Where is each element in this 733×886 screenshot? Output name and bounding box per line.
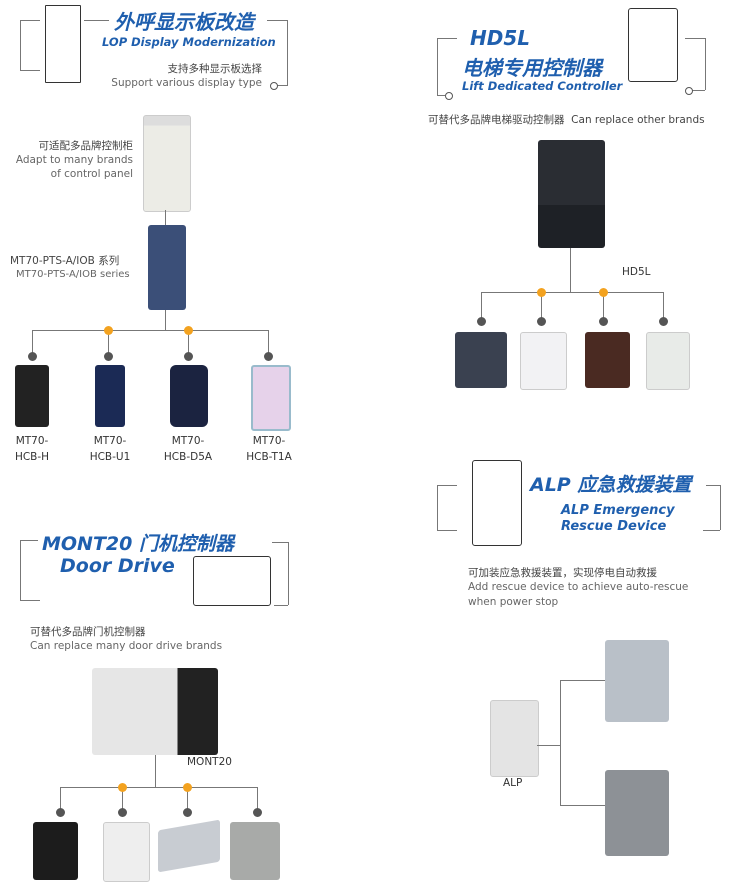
lop-desc-cn: 支持多种显示板选择 bbox=[167, 63, 263, 75]
brand-drive-image bbox=[646, 332, 690, 390]
alp-title: ALP 应急救援装置 bbox=[530, 474, 692, 496]
mont-title-en: Door Drive bbox=[60, 555, 175, 577]
mont-title: MONT20 门机控制器 bbox=[42, 533, 234, 555]
installation-photo bbox=[605, 640, 669, 722]
alp-device-image bbox=[490, 700, 539, 777]
label-line: HCB-H bbox=[14, 451, 50, 463]
mont-desc-cn: 可替代多品牌门机控制器 bbox=[30, 626, 146, 638]
mont20-label: MONT20 bbox=[187, 756, 232, 768]
hd5l-desc: 可替代多品牌电梯驱动控制器 Can replace other brands bbox=[428, 114, 705, 126]
door-drive-image bbox=[158, 819, 220, 873]
brand-drive-image bbox=[585, 332, 630, 388]
hd5l-title-en: Lift Dedicated Controller bbox=[462, 79, 623, 93]
door-drive-image bbox=[103, 822, 150, 882]
door-drive-image bbox=[33, 822, 78, 880]
display-label: MT70- HCB-H bbox=[2, 433, 62, 465]
lop-desc-en: Support various display type bbox=[111, 77, 262, 89]
alp-outline-image bbox=[472, 460, 522, 546]
hd5l-label: HD5L bbox=[622, 266, 651, 278]
control-cabinet-image bbox=[143, 115, 191, 212]
label-line: HCB-T1A bbox=[246, 451, 292, 463]
mont-outline-image bbox=[193, 556, 271, 606]
iob-text-cn: MT70-PTS-A/IOB 系列 bbox=[10, 255, 120, 267]
label-line: MT70- bbox=[171, 435, 205, 447]
label-line: MT70- bbox=[15, 435, 49, 447]
display-hcb-d5a-image bbox=[170, 365, 208, 427]
alp-desc-en2: when power stop bbox=[468, 596, 559, 608]
alp-desc-cn: 可加装应急救援装置，实现停电自动救援 bbox=[468, 567, 657, 579]
alp-title-en2: Rescue Device bbox=[561, 519, 667, 534]
lop-board-image bbox=[45, 5, 81, 83]
display-label: MT70- HCB-U1 bbox=[80, 433, 140, 465]
label-line: MT70- bbox=[252, 435, 286, 447]
display-hcb-h-image bbox=[15, 365, 49, 427]
alp-desc-en1: Add rescue device to achieve auto-rescue bbox=[468, 581, 689, 593]
hd5l-title: HD5L bbox=[470, 26, 530, 50]
installation-photo bbox=[605, 770, 669, 856]
iob-text-en: MT70-PTS-A/IOB series bbox=[16, 269, 130, 280]
display-hcb-t1a-image bbox=[251, 365, 291, 431]
hd5l-drive-image bbox=[538, 140, 605, 248]
lop-title-en: LOP Display Modernization bbox=[102, 35, 276, 49]
cabinet-text-cn: 可适配多品牌控制柜 bbox=[38, 140, 134, 152]
label-line: HCB-U1 bbox=[89, 451, 131, 463]
label-line: HCB-D5A bbox=[163, 451, 213, 463]
cabinet-text-en1: Adapt to many brands bbox=[15, 154, 133, 166]
display-hcb-u1-image bbox=[95, 365, 125, 427]
iob-board-image bbox=[148, 225, 186, 310]
lop-title-cn: 外呼显示板改造 bbox=[114, 10, 254, 34]
hd5l-title-cn: 电梯专用控制器 bbox=[462, 56, 602, 80]
mont20-device-image bbox=[92, 668, 218, 755]
cabinet-text-en2: of control panel bbox=[50, 168, 133, 180]
alp-label: ALP bbox=[503, 777, 523, 789]
display-label: MT70- HCB-T1A bbox=[236, 433, 302, 465]
label-line: MT70- bbox=[93, 435, 127, 447]
mont-desc-en: Can replace many door drive brands bbox=[30, 640, 223, 652]
brand-drive-image bbox=[455, 332, 507, 388]
door-drive-image bbox=[230, 822, 280, 880]
alp-title-en1: ALP Emergency bbox=[561, 503, 675, 518]
hd5l-outline-image bbox=[628, 8, 678, 82]
brand-drive-image bbox=[520, 332, 567, 390]
display-label: MT70- HCB-D5A bbox=[155, 433, 221, 465]
